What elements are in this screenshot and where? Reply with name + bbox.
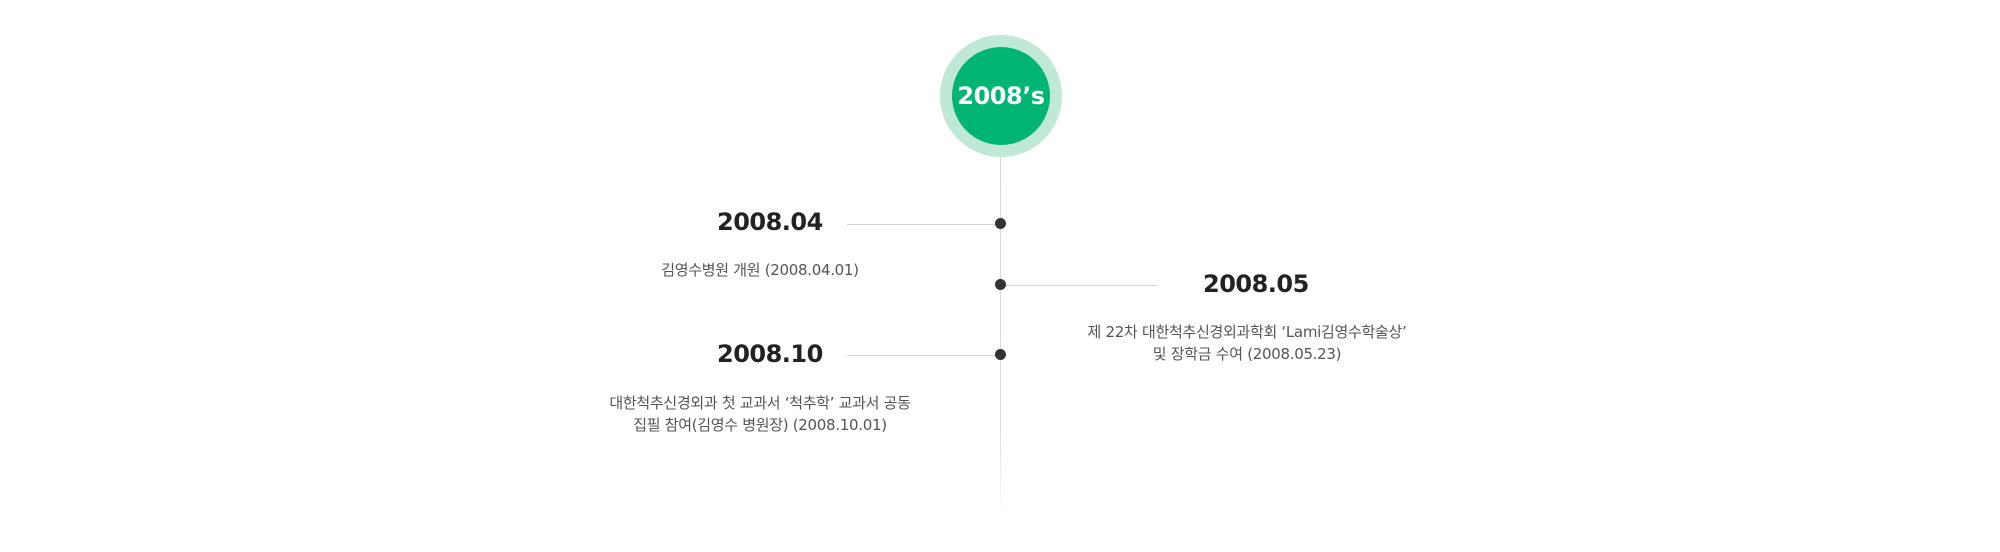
event-dot <box>995 218 1006 229</box>
event-description: 대한척추신경외과 첫 교과서 ‘척추학’ 교과서 공동 집필 참여(김영수 병원… <box>590 392 930 436</box>
event-date: 2008.04 <box>717 208 823 236</box>
event-description-line: 및 장학금 수여 (2008.05.23) <box>1152 345 1342 363</box>
timeline-axis-line <box>1000 150 1001 520</box>
event-description: 제 22차 대한척추신경외과학회 ‘Lami김영수학술상’ 및 장학금 수여 (… <box>1077 321 1417 365</box>
event-description-line: 제 22차 대한척추신경외과학회 ‘Lami김영수학술상’ <box>1087 323 1407 341</box>
event-description-line: 김영수병원 개원 (2008.04.01) <box>661 261 859 279</box>
event-description-line: 대한척추신경외과 첫 교과서 ‘척추학’ 교과서 공동 <box>609 394 911 412</box>
period-badge-label: 2008’s <box>952 47 1050 145</box>
event-connector <box>847 355 1001 356</box>
event-date: 2008.10 <box>717 340 823 368</box>
event-connector <box>847 224 1001 225</box>
event-dot <box>995 279 1006 290</box>
event-description: 김영수병원 개원 (2008.04.01) <box>640 259 880 281</box>
event-date: 2008.05 <box>1203 270 1309 298</box>
event-description-line: 집필 참여(김영수 병원장) (2008.10.01) <box>633 416 887 434</box>
period-badge: 2008’s <box>940 35 1062 157</box>
event-connector <box>1000 285 1157 286</box>
event-dot <box>995 349 1006 360</box>
